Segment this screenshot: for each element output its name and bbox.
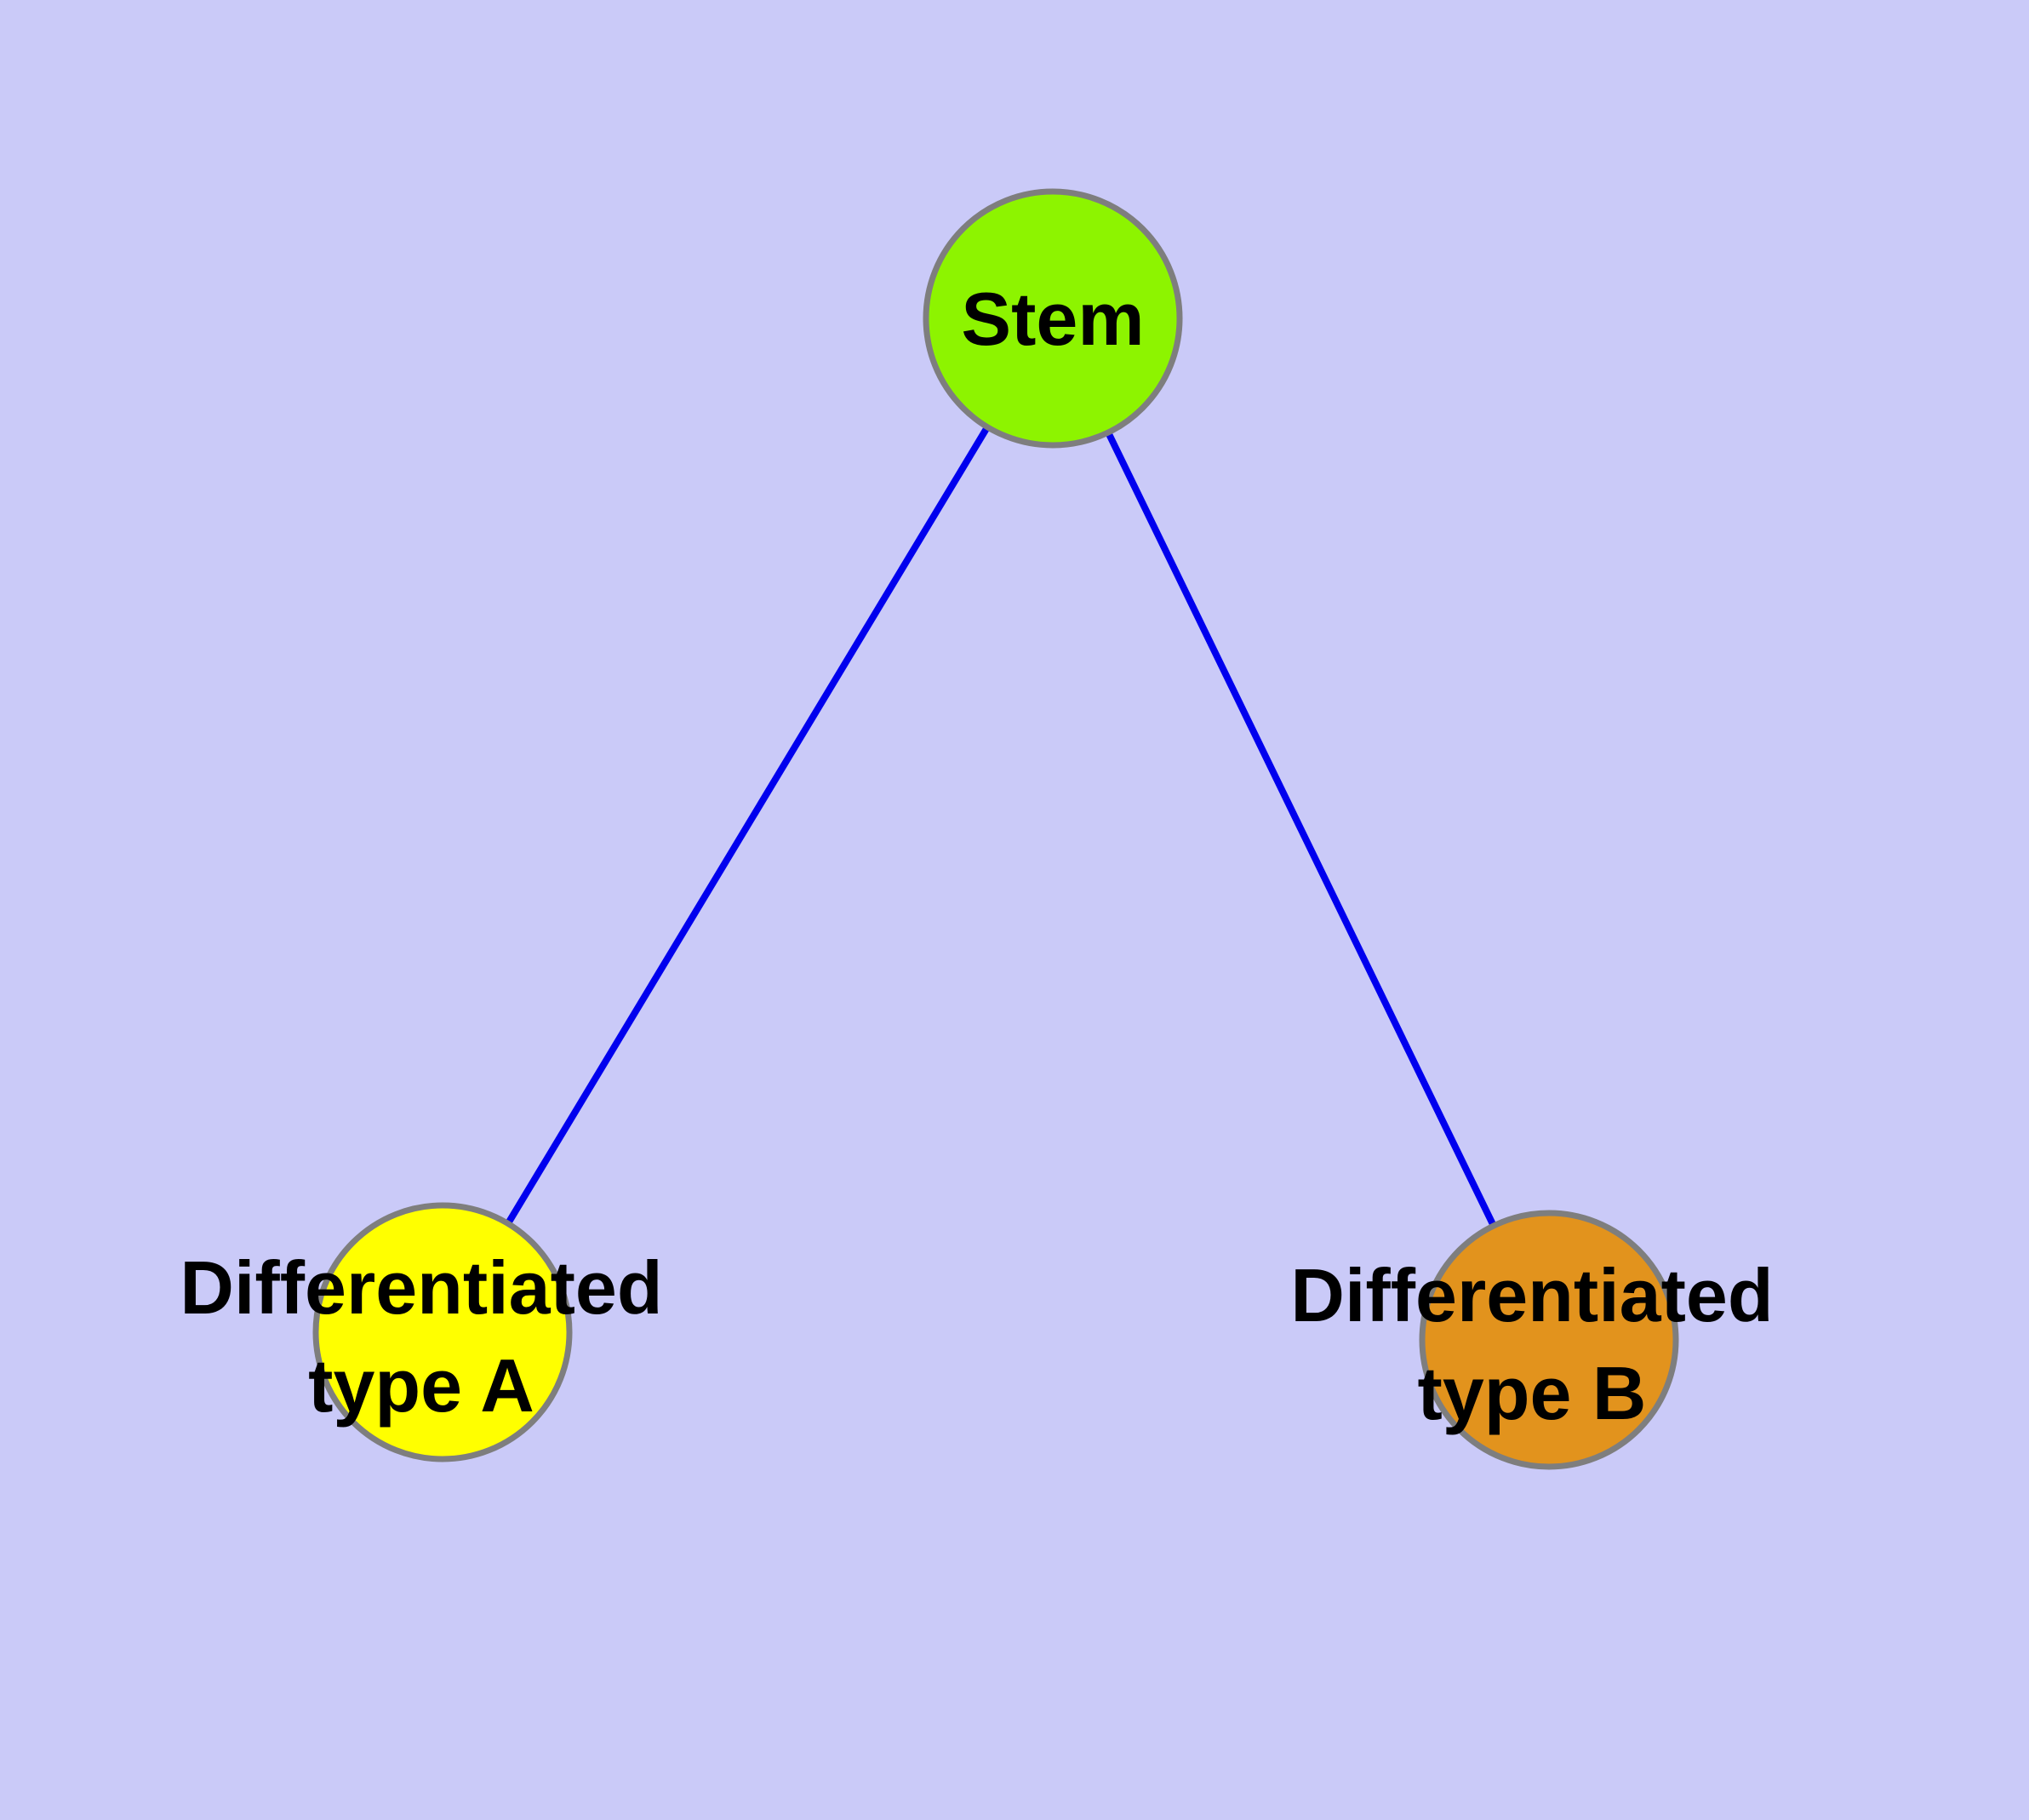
node-type-b-label-line2: type B: [1418, 1351, 1647, 1435]
node-type-a-label-line1: Differentiated: [180, 1245, 662, 1330]
node-type-b-label-line1: Differentiated: [1290, 1253, 1773, 1337]
node-stem: [923, 188, 1183, 449]
node-type-b: [1419, 1210, 1679, 1470]
node-stem-label: Stem: [961, 277, 1144, 361]
node-type-a: [312, 1202, 573, 1462]
edge-stem-to-type-b: [1049, 317, 1552, 1342]
edge-stem-to-type-a: [439, 316, 1056, 1335]
node-type-a-label-line2: type A: [308, 1343, 534, 1428]
